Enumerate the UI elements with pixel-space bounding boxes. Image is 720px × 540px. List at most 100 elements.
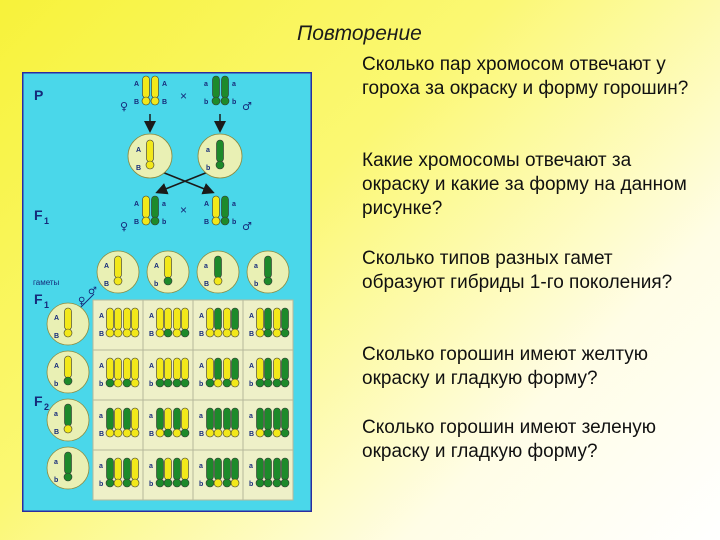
chromosome-marker (145, 160, 155, 170)
allele-label: b (54, 381, 58, 388)
chromosome-marker (230, 428, 240, 438)
chromosome-marker (172, 328, 182, 338)
chromosome (173, 307, 181, 331)
chromosome-marker (122, 328, 132, 338)
chromosome (212, 195, 220, 219)
chromosome-marker (213, 428, 223, 438)
allele-label: A (249, 313, 254, 320)
chromosome-marker (230, 378, 240, 388)
allele-label: a (249, 463, 253, 470)
chromosome-marker (130, 378, 140, 388)
allele-label: A (204, 201, 209, 208)
chromosome (146, 139, 154, 163)
label-f1-sub: 1 (44, 216, 49, 226)
chromosome (223, 407, 231, 431)
chromosome-marker (213, 378, 223, 388)
allele-label: b (232, 99, 236, 106)
allele-label: a (204, 263, 208, 270)
chromosome-marker (150, 96, 160, 106)
chromosome (156, 407, 164, 431)
chromosome-marker (172, 378, 182, 388)
chromosome-marker (180, 478, 190, 488)
chromosome-marker (205, 478, 215, 488)
allele-label: a (232, 81, 236, 88)
chromosome (273, 357, 281, 381)
chromosome (231, 457, 239, 481)
allele-label: B (249, 431, 254, 438)
allele-label: B (204, 219, 209, 226)
chromosome-marker (150, 216, 160, 226)
allele-label: a (99, 463, 103, 470)
allele-label: B (149, 331, 154, 338)
male-symbol-f1: ♂ (242, 220, 252, 233)
chromosome-marker (280, 478, 290, 488)
chromosome (156, 457, 164, 481)
allele-label: a (54, 411, 58, 418)
chromosome-marker (113, 328, 123, 338)
chromosome (64, 403, 72, 427)
chromosome-marker (122, 478, 132, 488)
chromosome-marker (255, 478, 265, 488)
allele-label: A (54, 315, 59, 322)
chromosome-marker (213, 478, 223, 488)
chromosome-marker (63, 376, 73, 386)
chromosome (273, 407, 281, 431)
chromosome (264, 407, 272, 431)
allele-label: b (204, 99, 208, 106)
question-4: Сколько горошин имеют желтую окраску и г… (362, 344, 649, 389)
chromosome (123, 457, 131, 481)
chromosome (123, 307, 131, 331)
chromosome (114, 357, 122, 381)
label-f2: F (34, 393, 43, 409)
allele-label: a (199, 413, 203, 420)
allele-label: b (254, 281, 258, 288)
female-symbol-f1: ♀ (120, 220, 128, 233)
chromosome (106, 457, 114, 481)
chromosome-marker (263, 478, 273, 488)
chromosome-marker (220, 216, 230, 226)
chromosome-marker (163, 378, 173, 388)
allele-label: b (199, 481, 203, 488)
allele-label: a (149, 413, 153, 420)
chromosome (206, 307, 214, 331)
chromosome-marker (105, 378, 115, 388)
label-f2-sub: 2 (44, 402, 49, 412)
chromosome (264, 255, 272, 279)
female-symbol-p: ♀ (120, 100, 128, 113)
chromosome-marker (263, 328, 273, 338)
allele-label: b (206, 165, 210, 172)
chromosome-marker (155, 478, 165, 488)
allele-label: A (134, 201, 139, 208)
chromosome-marker (141, 96, 151, 106)
allele-label: A (162, 81, 167, 88)
chromosome (156, 357, 164, 381)
chromosome (206, 407, 214, 431)
chromosome-marker (280, 378, 290, 388)
allele-label: a (206, 147, 210, 154)
allele-label: b (99, 481, 103, 488)
allele-label: B (149, 431, 154, 438)
question-1: Сколько пар хромосом отвечают у гороха з… (362, 54, 689, 99)
chromosome-marker (105, 328, 115, 338)
allele-label: A (99, 313, 104, 320)
chromosome-marker (222, 328, 232, 338)
chromosome-marker (113, 276, 123, 286)
chromosome-marker (163, 428, 173, 438)
allele-label: A (99, 363, 104, 370)
chromosome-marker (272, 328, 282, 338)
chromosome (281, 357, 289, 381)
allele-label: a (249, 413, 253, 420)
chromosome-marker (205, 328, 215, 338)
chromosome (164, 457, 172, 481)
chromosome (156, 307, 164, 331)
allele-label: A (134, 81, 139, 88)
chromosome-marker (122, 428, 132, 438)
allele-label: A (154, 263, 159, 270)
chromosome (64, 307, 72, 331)
chromosome-marker (205, 378, 215, 388)
cross-sign-f1: × (180, 203, 187, 217)
question-2: Какие хромосомы отвечают за окраску и ка… (362, 150, 687, 219)
label-gametes: гаметы (33, 278, 60, 287)
allele-label: b (149, 481, 153, 488)
